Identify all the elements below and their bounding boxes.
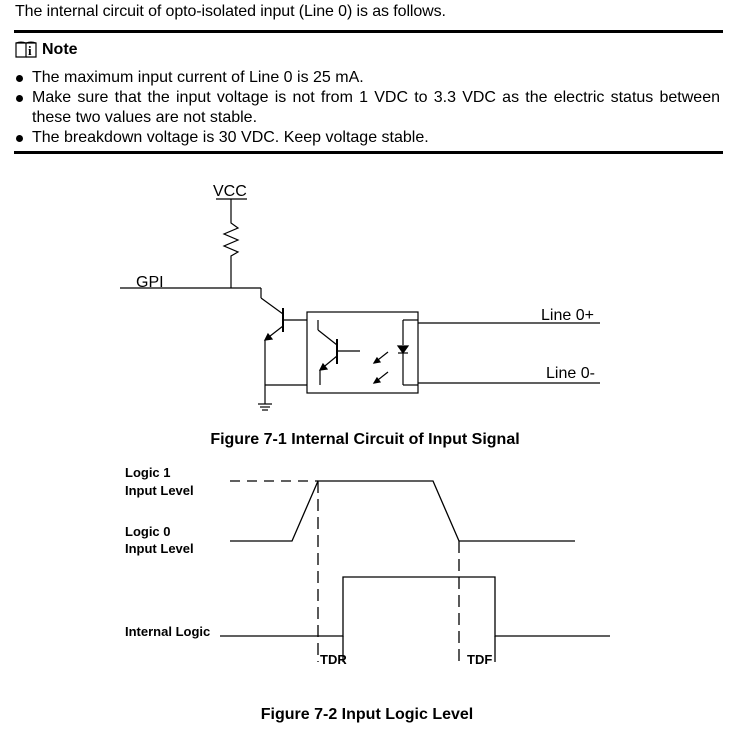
svg-text:i: i [28,43,32,58]
gpi-label: GPI [136,274,164,291]
note-header: i Note [14,38,78,62]
intro-text: The internal circuit of opto-isolated in… [15,3,446,20]
note-item: The maximum input current of Line 0 is 2… [14,68,720,88]
figure-7-2-caption: Figure 7-2 Input Logic Level [261,706,473,723]
note-book-icon: i [14,40,40,60]
note-item: The breakdown voltage is 30 VDC. Keep vo… [14,128,720,148]
note-bottom-rule [14,151,723,154]
logic1-label-line1: Logic 1 [125,465,171,480]
timing-diagram [220,480,610,662]
line0-minus-label: Line 0- [546,365,595,382]
figure-7-1-caption: Figure 7-1 Internal Circuit of Input Sig… [210,431,519,448]
internal-logic-label: Internal Logic [125,624,210,639]
circuit-diagram [120,198,600,411]
note-title: Note [42,41,78,58]
transistor-collector [260,297,284,315]
logic0-label-line1: Logic 0 [125,524,171,539]
note-list: The maximum input current of Line 0 is 2… [14,68,720,148]
vcc-label: VCC [213,183,247,200]
pullup-resistor [222,219,240,260]
input-waveform [230,480,575,542]
internal-logic-waveform [220,576,610,637]
emitter-arrow [263,332,274,341]
line0-plus-label: Line 0+ [541,307,594,324]
logic1-label-line2: Input Level [125,483,194,498]
tdr-label: TDR [320,652,347,667]
note-item: Make sure that the input voltage is not … [14,88,720,128]
note-top-rule [14,30,723,33]
optocoupler-box [306,311,419,394]
led-diode [396,345,410,355]
logic0-label-line2: Input Level [125,541,194,556]
tdf-label: TDF [467,652,492,667]
